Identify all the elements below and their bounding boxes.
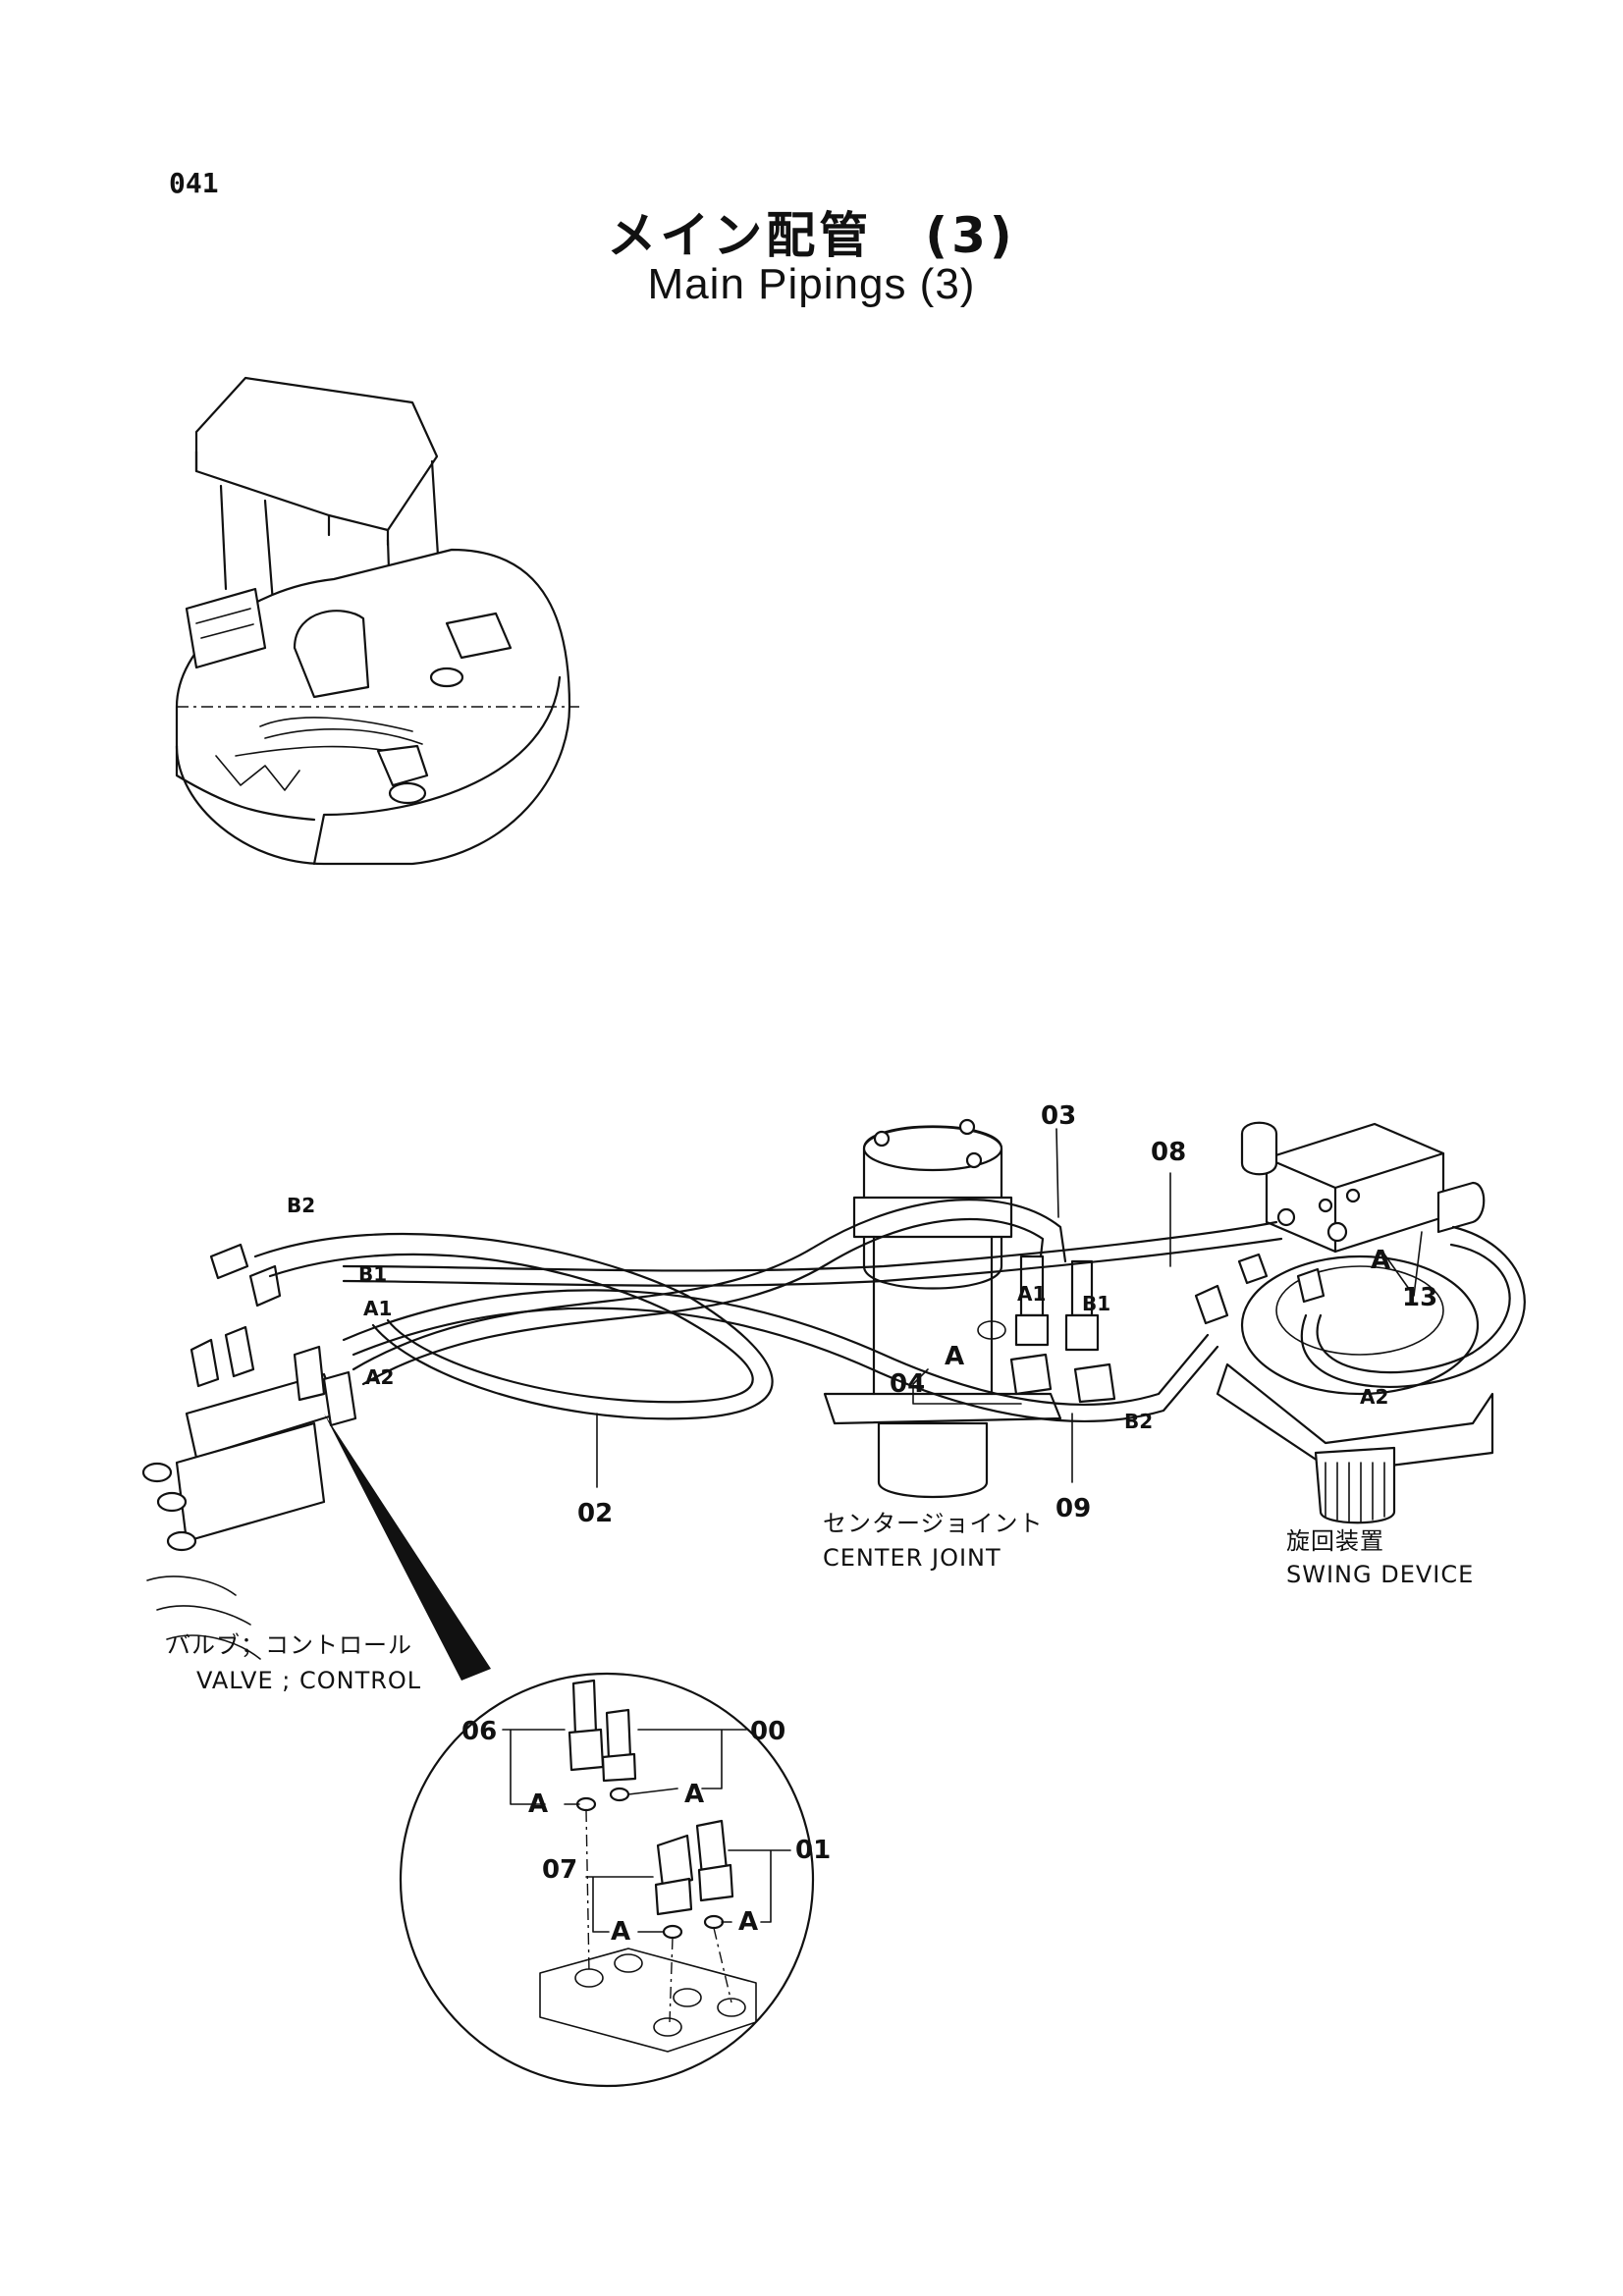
caption-valve-control-en: VALVE ; CONTROL — [196, 1667, 421, 1694]
label-port-a2-swing: A2 — [1360, 1385, 1388, 1409]
swing-device — [1194, 1121, 1494, 1524]
label-port-b2-center: B2 — [1124, 1410, 1153, 1433]
caption-valve-control-ja: バルブ；コントロール — [167, 1631, 412, 1659]
detail-view — [399, 1672, 815, 2088]
caption-swing-device-en: SWING DEVICE — [1286, 1561, 1474, 1588]
label-port-a1-valve: A1 — [363, 1297, 392, 1320]
control-valve-block — [141, 1243, 357, 1660]
label-port-b2-valve: B2 — [287, 1194, 315, 1217]
label-a-06: A — [528, 1789, 548, 1819]
label-part-06: 06 — [461, 1717, 497, 1746]
label-part-04: 04 — [890, 1369, 925, 1399]
label-port-b1-center: B1 — [1082, 1292, 1110, 1315]
main-piping-assembly — [141, 1118, 1526, 1681]
page-title-english: Main Pipings (3) — [647, 260, 976, 308]
label-part-02: 02 — [577, 1499, 613, 1528]
part-labels: 03 08 02 09 04 13 B2 B1 A1 A2 A1 B1 B2 A… — [287, 1101, 1437, 1947]
excavator-overview — [175, 376, 579, 866]
caption-center-joint-ja: センタージョイント — [823, 1510, 1044, 1537]
center-joint — [823, 1118, 1116, 1499]
page-number: 041 — [169, 167, 219, 199]
label-part-09: 09 — [1055, 1494, 1091, 1523]
label-port-b1-valve: B1 — [358, 1262, 387, 1286]
label-part-13: 13 — [1402, 1283, 1437, 1312]
label-port-a2-valve: A2 — [365, 1365, 394, 1389]
label-port-a-swing: A — [1371, 1246, 1390, 1275]
label-port-a-center: A — [945, 1342, 964, 1371]
label-part-00: 00 — [750, 1717, 785, 1746]
label-a-01: A — [738, 1907, 758, 1937]
label-a-07: A — [611, 1917, 630, 1947]
label-part-01: 01 — [795, 1836, 831, 1865]
hoses — [253, 1199, 1526, 1681]
label-a-00: A — [684, 1780, 704, 1809]
page-title-japanese: メイン配管 (3) — [607, 207, 1016, 264]
captions: センタージョイント CENTER JOINT 旋回装置 SWING DEVICE… — [167, 1510, 1474, 1694]
caption-swing-device-ja: 旋回装置 — [1286, 1527, 1384, 1555]
label-port-a1-center: A1 — [1017, 1282, 1046, 1306]
label-part-03: 03 — [1041, 1101, 1076, 1131]
caption-center-joint-en: CENTER JOINT — [823, 1544, 1001, 1572]
label-part-07: 07 — [542, 1855, 577, 1885]
leader-lines — [596, 1128, 1423, 1488]
label-part-08: 08 — [1151, 1138, 1186, 1167]
